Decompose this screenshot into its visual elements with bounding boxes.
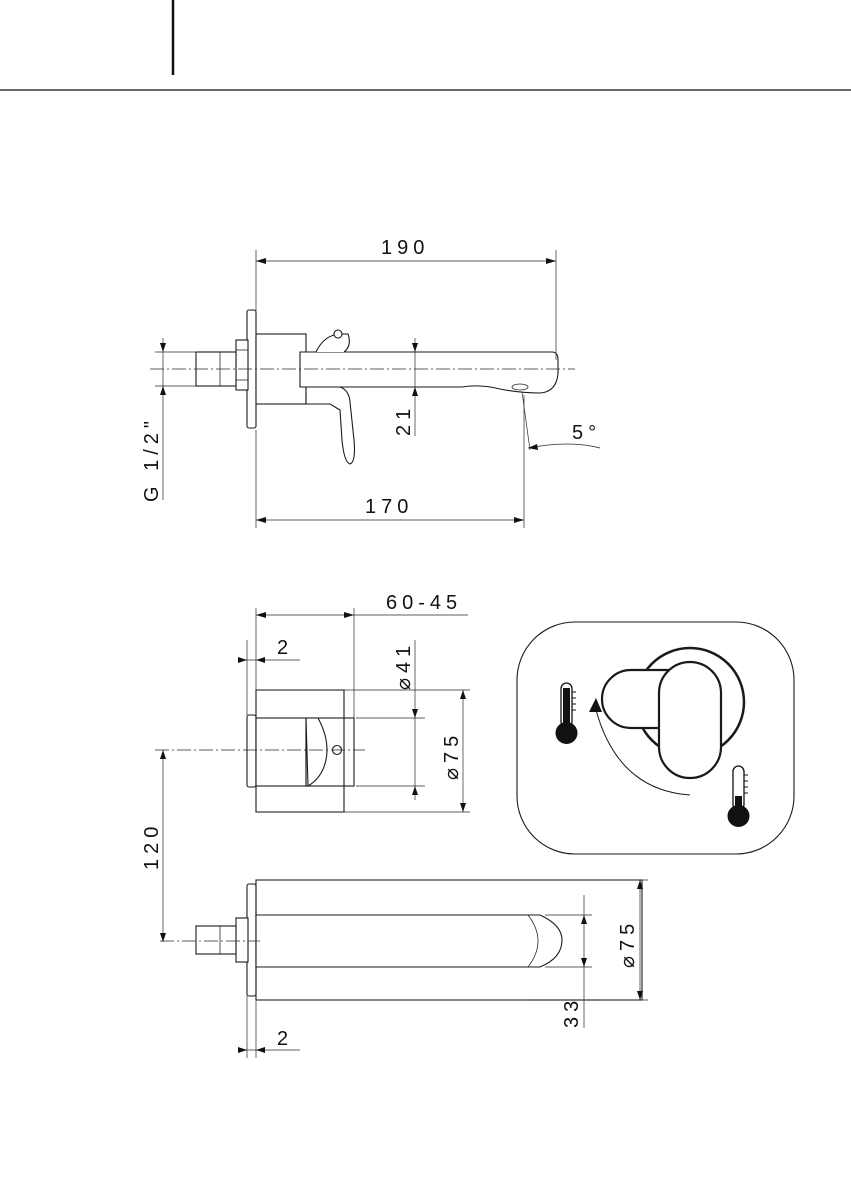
dim-dia-75-bottom: ⌀75 — [600, 880, 648, 1000]
dim-dia-41: ⌀41 — [356, 640, 425, 800]
operation-panel — [517, 622, 794, 854]
dim-2-bottom: 2 — [238, 996, 300, 1058]
dim-2-bottom-label: 2 — [277, 1028, 293, 1050]
dim-angle-label: 5° — [572, 422, 601, 444]
dim-33: 33 — [545, 895, 592, 1028]
dim-thread: G 1/2" — [141, 338, 196, 502]
dim-33-label: 33 — [561, 996, 583, 1028]
dim-dia-75-mid-label: ⌀75 — [441, 731, 463, 780]
plan-view — [155, 690, 365, 812]
dim-dia-41-label: ⌀41 — [393, 641, 415, 690]
dim-21-label: 21 — [393, 404, 415, 436]
dim-170: 170 — [256, 395, 524, 528]
side-view — [150, 310, 575, 464]
dim-60-45-label: 60-45 — [386, 592, 462, 614]
dim-170-label: 170 — [365, 496, 413, 518]
dim-120-label: 120 — [141, 822, 163, 870]
dim-dia-75-bottom-label: ⌀75 — [617, 919, 639, 968]
dim-thread-label: G 1/2" — [141, 416, 163, 502]
dim-190-label: 190 — [381, 237, 429, 259]
dim-120: 120 — [141, 750, 166, 942]
dim-2-top-label: 2 — [277, 637, 293, 659]
spout-plan-view — [160, 880, 642, 1000]
dim-angle: 5° — [522, 392, 601, 450]
